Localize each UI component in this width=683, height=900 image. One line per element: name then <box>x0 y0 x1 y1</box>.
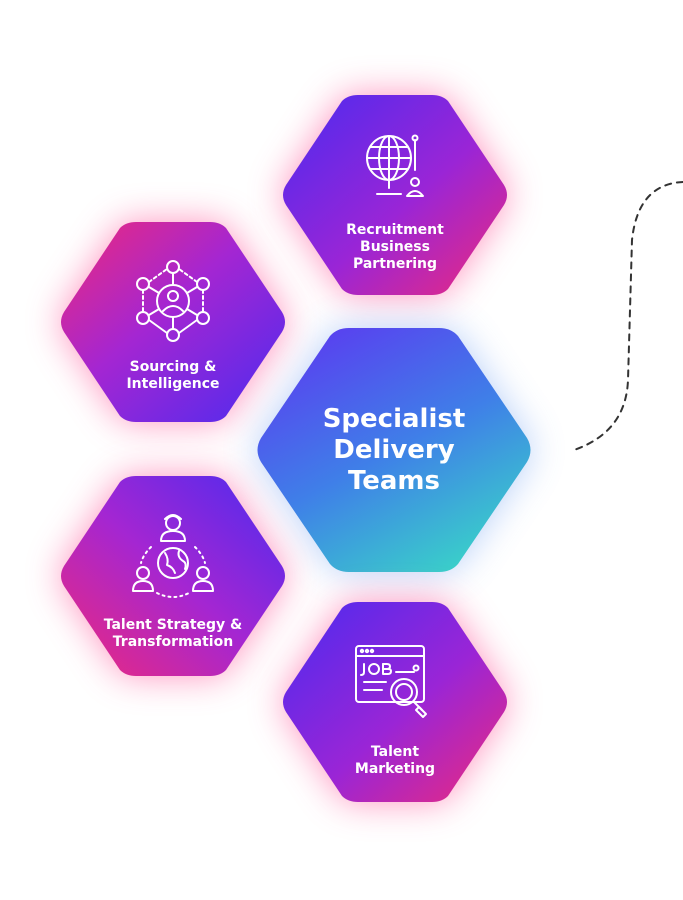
hex-shape <box>283 95 507 295</box>
hex-talent-strategy-transformation: Talent Strategy & Transformation <box>58 476 288 676</box>
hex-sourcing-intelligence: Sourcing & Intelligence <box>58 222 288 422</box>
hex-specialist-delivery-teams: Specialist Delivery Teams <box>254 328 534 572</box>
job-search-icon <box>352 640 438 726</box>
node-label: Talent Marketing <box>354 744 436 777</box>
globe-network-icon <box>355 126 435 206</box>
dashed-connector <box>573 181 683 451</box>
node-label: Talent Strategy & Transformation <box>103 617 243 650</box>
global-team-icon <box>129 511 217 599</box>
hex-shape <box>61 476 285 676</box>
hex-shape <box>257 328 531 572</box>
node-label: Recruitment Business Partnering <box>346 221 444 272</box>
hex-recruitment-business-partnering: Recruitment Business Partnering <box>280 95 510 295</box>
node-label: Sourcing & Intelligence <box>126 359 220 392</box>
people-network-icon <box>129 257 217 345</box>
center-label: Specialist Delivery Teams <box>322 403 466 496</box>
hex-talent-marketing: Talent Marketing <box>280 602 510 802</box>
